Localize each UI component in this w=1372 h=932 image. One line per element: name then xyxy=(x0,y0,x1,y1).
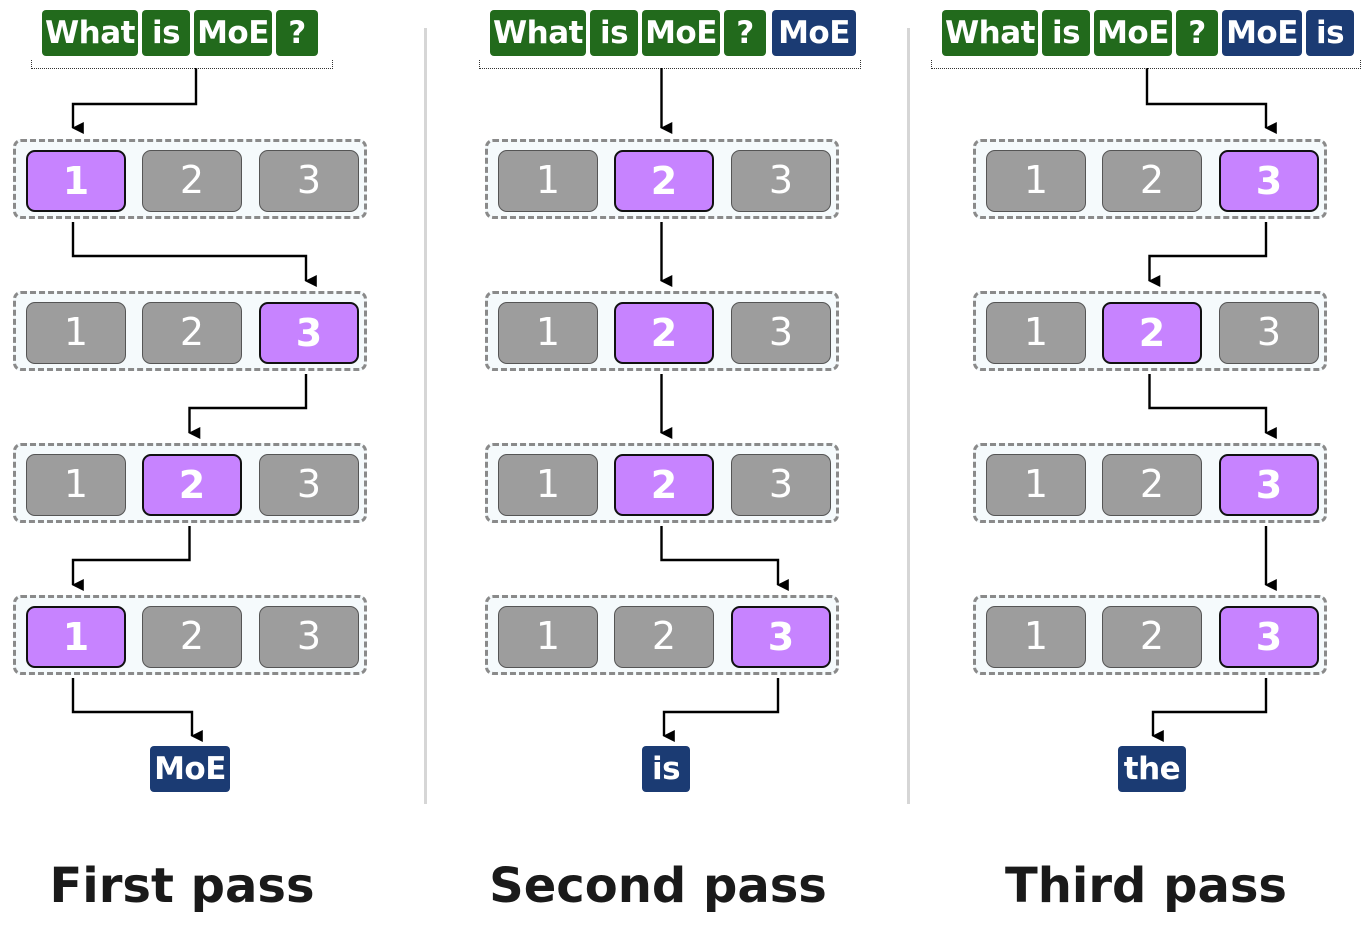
input-token: What xyxy=(42,10,138,56)
expert-layer: 1 2 3 xyxy=(13,595,367,675)
expert-layer: 1 2 3 xyxy=(485,443,839,523)
expert-block: 1 xyxy=(26,302,126,364)
route-arrow xyxy=(1145,68,1277,134)
expert-block: 2 xyxy=(614,454,714,516)
input-token: is xyxy=(590,10,638,56)
input-token: ? xyxy=(276,10,318,56)
panel-caption: Third pass xyxy=(1005,858,1287,914)
expert-block: 1 xyxy=(26,150,126,212)
expert-block: 3 xyxy=(1219,150,1319,212)
panel-divider xyxy=(424,28,427,804)
route-arrow xyxy=(1148,374,1277,439)
route-arrow xyxy=(71,68,198,134)
expert-block: 3 xyxy=(731,454,831,516)
expert-layer: 1 2 3 xyxy=(485,291,839,371)
expert-block: 3 xyxy=(259,150,359,212)
input-token: is xyxy=(1042,10,1090,56)
expert-block: 3 xyxy=(259,454,359,516)
route-arrow xyxy=(660,526,789,591)
expert-block: 2 xyxy=(142,606,242,668)
expert-block: 2 xyxy=(1102,606,1202,668)
expert-block: 1 xyxy=(986,302,1086,364)
expert-block: 3 xyxy=(1219,606,1319,668)
route-arrow xyxy=(662,678,780,742)
expert-block: 1 xyxy=(498,150,598,212)
expert-layer: 1 2 3 xyxy=(485,139,839,219)
expert-block: 3 xyxy=(1219,454,1319,516)
expert-block: 1 xyxy=(986,150,1086,212)
expert-block: 3 xyxy=(731,150,831,212)
input-token: ? xyxy=(724,10,766,56)
expert-layer: 1 2 3 xyxy=(13,139,367,219)
expert-block: 3 xyxy=(731,302,831,364)
route-arrow xyxy=(1151,678,1268,742)
generated-token: MoE xyxy=(1222,10,1302,56)
expert-block: 2 xyxy=(1102,150,1202,212)
expert-block: 2 xyxy=(1102,454,1202,516)
input-token: MoE xyxy=(194,10,272,56)
expert-block: 1 xyxy=(986,454,1086,516)
expert-layer: 1 2 3 xyxy=(973,291,1327,371)
expert-block: 1 xyxy=(498,454,598,516)
output-token: MoE xyxy=(150,746,230,792)
route-arrow xyxy=(188,374,308,439)
output-token: the xyxy=(1118,746,1186,792)
input-token: is xyxy=(142,10,190,56)
input-token: What xyxy=(942,10,1038,56)
panel-divider xyxy=(907,28,910,804)
expert-layer: 1 2 3 xyxy=(13,443,367,523)
output-token: is xyxy=(642,746,690,792)
expert-block: 3 xyxy=(1219,302,1319,364)
expert-block: 3 xyxy=(731,606,831,668)
generated-token: is xyxy=(1306,10,1354,56)
generated-token: MoE xyxy=(772,10,856,56)
expert-block: 1 xyxy=(986,606,1086,668)
expert-layer: 1 2 3 xyxy=(973,595,1327,675)
expert-block: 2 xyxy=(142,150,242,212)
input-bracket xyxy=(931,60,1361,69)
input-token: MoE xyxy=(1094,10,1172,56)
route-arrow xyxy=(71,678,203,742)
expert-block: 2 xyxy=(614,606,714,668)
expert-block: 2 xyxy=(614,150,714,212)
input-token: ? xyxy=(1176,10,1218,56)
expert-layer: 1 2 3 xyxy=(485,595,839,675)
panel-caption: Second pass xyxy=(489,858,827,914)
expert-block: 2 xyxy=(614,302,714,364)
expert-block: 1 xyxy=(26,606,126,668)
expert-block: 3 xyxy=(259,302,359,364)
expert-block: 2 xyxy=(142,302,242,364)
input-bracket xyxy=(31,60,333,69)
expert-block: 2 xyxy=(1102,302,1202,364)
expert-layer: 1 2 3 xyxy=(13,291,367,371)
expert-block: 2 xyxy=(142,454,242,516)
input-token: What xyxy=(490,10,586,56)
route-arrow xyxy=(71,222,317,287)
route-arrow xyxy=(71,526,191,591)
input-bracket xyxy=(479,60,861,69)
expert-block: 1 xyxy=(498,606,598,668)
expert-block: 3 xyxy=(259,606,359,668)
expert-block: 1 xyxy=(26,454,126,516)
expert-layer: 1 2 3 xyxy=(973,139,1327,219)
expert-block: 1 xyxy=(498,302,598,364)
input-token: MoE xyxy=(642,10,720,56)
panel-caption: First pass xyxy=(49,858,315,914)
route-arrow xyxy=(1148,222,1268,287)
expert-layer: 1 2 3 xyxy=(973,443,1327,523)
